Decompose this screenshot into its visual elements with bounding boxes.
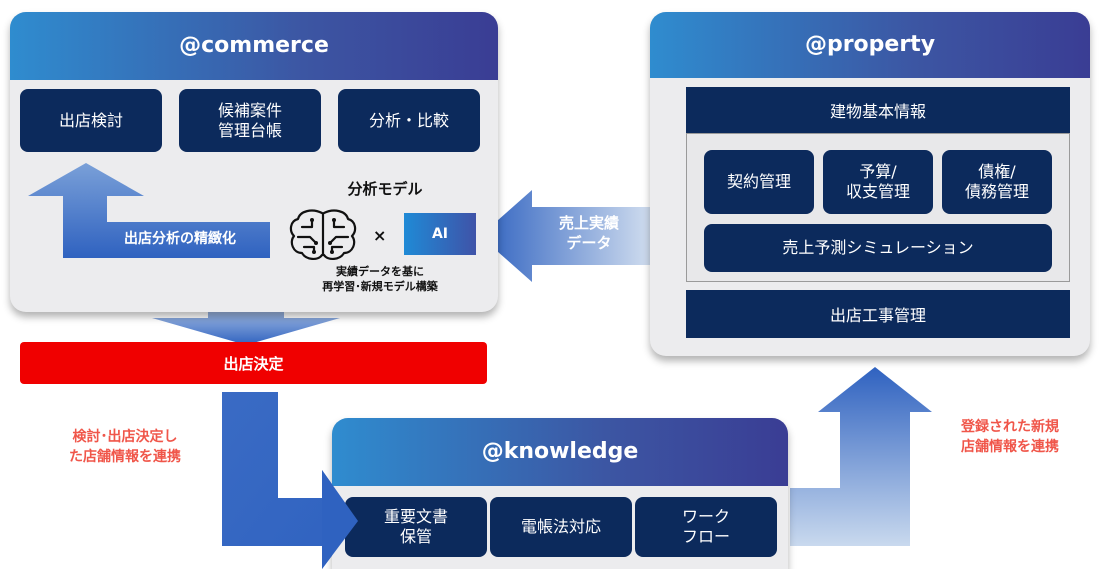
commerce-module-store-review[interactable]: 出店検討: [20, 89, 162, 152]
model-title: 分析モデル: [347, 180, 423, 198]
right-note: 登録された新規 店舗情報を連携: [961, 419, 1059, 455]
ai-badge: AI: [404, 213, 476, 255]
property-building-info[interactable]: 建物基本情報: [686, 87, 1070, 133]
knowledge-title: @knowledge: [481, 439, 639, 464]
sales-data-label: 売上実績 データ: [558, 214, 619, 252]
property-title: @property: [804, 32, 936, 57]
refine-label: 出店分析の精緻化: [124, 231, 236, 247]
arrow-knowledge-to-property: [790, 367, 932, 546]
brain-icon: [289, 209, 357, 260]
knowledge-module-document-storage[interactable]: 重要文書 保管: [345, 497, 487, 557]
property-forecast-simulation[interactable]: 売上予測シミュレーション: [704, 224, 1052, 272]
commerce-panel: @commerce: [10, 12, 498, 312]
knowledge-module-e-book-law[interactable]: 電帳法対応: [490, 497, 632, 557]
commerce-module-candidate-ledger[interactable]: 候補案件 管理台帳: [179, 89, 321, 152]
left-note: 検討･出店決定し た店舗情報を連携: [69, 429, 181, 465]
knowledge-module-workflow[interactable]: ワーク フロー: [635, 497, 777, 557]
commerce-header: @commerce: [10, 12, 498, 80]
property-header: @property: [650, 12, 1090, 78]
decision-bar: 出店決定: [20, 342, 487, 384]
commerce-module-analysis[interactable]: 分析・比較: [338, 89, 480, 152]
property-construction-mgmt[interactable]: 出店工事管理: [686, 290, 1070, 338]
arrow-commerce-down: [152, 298, 340, 345]
model-caption: 実績データを基に 再学習･新規モデル構築: [322, 265, 438, 293]
commerce-title: @commerce: [179, 33, 329, 58]
knowledge-header: @knowledge: [332, 418, 788, 486]
property-module-receivables[interactable]: 債権/ 債務管理: [942, 150, 1052, 214]
multiply-sign: ×: [373, 226, 387, 245]
property-module-budget[interactable]: 予算/ 収支管理: [823, 150, 933, 214]
property-module-contract[interactable]: 契約管理: [704, 150, 814, 214]
arrow-sales-data: [480, 190, 655, 282]
